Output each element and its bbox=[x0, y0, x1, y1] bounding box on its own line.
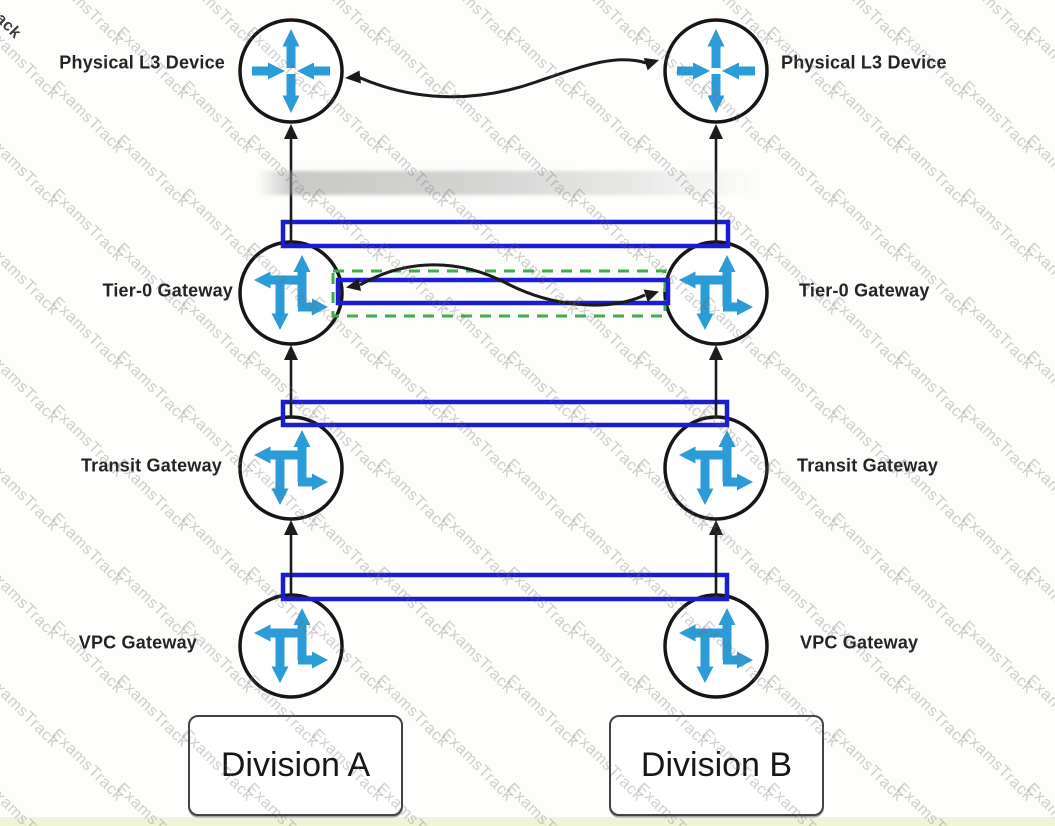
gray-smudge-band bbox=[258, 171, 760, 195]
label-transit-right: Transit Gateway bbox=[797, 455, 939, 476]
label-vpc-right: VPC Gateway bbox=[800, 632, 919, 653]
node-physical-l3-left bbox=[238, 18, 344, 124]
label-tier0-left: Tier-0 Gateway bbox=[102, 280, 233, 301]
label-transit-left: Transit Gateway bbox=[80, 455, 222, 476]
peering-rect-tier0-upper bbox=[280, 219, 731, 249]
division-a-box: Division A bbox=[188, 715, 403, 816]
division-a-label: Division A bbox=[220, 746, 371, 784]
peering-rect-vpc bbox=[280, 572, 730, 602]
tier0-peering-curve bbox=[346, 263, 659, 307]
node-transit-left bbox=[238, 415, 344, 521]
physical-l3-peering-curve bbox=[345, 58, 659, 99]
label-physical-l3-right: Physical L3 Device bbox=[781, 52, 947, 73]
peering-rect-transit bbox=[280, 399, 730, 428]
label-tier0-right: Tier-0 Gateway bbox=[799, 280, 930, 301]
node-transit-right bbox=[663, 415, 769, 521]
node-physical-l3-right bbox=[663, 18, 769, 124]
division-b-box: Division B bbox=[609, 715, 824, 816]
node-vpc-left bbox=[238, 593, 344, 699]
label-vpc-left: VPC Gateway bbox=[78, 632, 197, 653]
peering-rect-tier0-inner bbox=[335, 277, 671, 306]
bottom-strip bbox=[0, 817, 1055, 826]
label-physical-l3-left: Physical L3 Device bbox=[59, 52, 225, 73]
node-vpc-right bbox=[663, 593, 769, 699]
uplink-arrows bbox=[284, 124, 723, 596]
node-tier0-right bbox=[663, 240, 769, 346]
highlight-dashed-rect bbox=[331, 269, 667, 318]
node-tier0-left bbox=[238, 240, 344, 346]
division-b-label: Division B bbox=[640, 746, 793, 784]
